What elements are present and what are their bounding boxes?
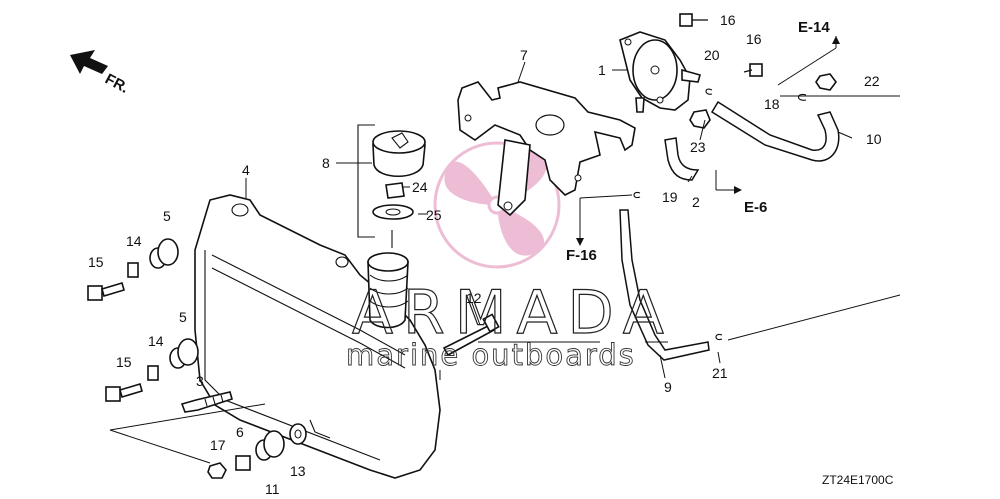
callout-7: 7 bbox=[520, 47, 528, 63]
mounting-bracket bbox=[457, 81, 636, 217]
nut-22-icon bbox=[815, 73, 837, 91]
mount-hardware-lower bbox=[105, 338, 199, 402]
fuel-cap-group bbox=[357, 124, 426, 248]
leader-lines bbox=[109, 36, 901, 464]
callout-17: 17 bbox=[210, 437, 226, 453]
callout-24: 24 bbox=[412, 179, 428, 195]
fuel-tank bbox=[194, 194, 441, 479]
callout-21: 21 bbox=[712, 365, 728, 381]
filler-neck bbox=[367, 252, 409, 329]
hose-clips bbox=[633, 88, 807, 341]
stud-bolt bbox=[442, 313, 500, 357]
callout-23: 23 bbox=[690, 139, 706, 155]
callout-15b: 15 bbox=[116, 354, 132, 370]
callout-10: 10 bbox=[866, 131, 882, 147]
fuel-hose-2 bbox=[664, 137, 700, 181]
callout-9: 9 bbox=[664, 379, 672, 395]
callout-20: 20 bbox=[704, 47, 720, 63]
callout-22: 22 bbox=[864, 73, 880, 89]
callout-2: 2 bbox=[692, 194, 700, 210]
callout-18: 18 bbox=[764, 96, 780, 112]
callout-5b: 5 bbox=[179, 309, 187, 325]
arrow-f16-icon bbox=[576, 238, 584, 246]
mount-hardware-upper bbox=[87, 238, 179, 301]
fuel-hose-9 bbox=[619, 209, 710, 361]
arrow-e6-icon bbox=[734, 186, 742, 194]
ref-f16: F-16 bbox=[566, 247, 597, 264]
callout-14a: 14 bbox=[126, 233, 142, 249]
callout-13: 13 bbox=[290, 463, 306, 479]
watermark-brand: ARMADA bbox=[352, 278, 674, 348]
callout-15a: 15 bbox=[88, 254, 104, 270]
ref-e14: E-14 bbox=[798, 19, 830, 36]
callout-25: 25 bbox=[426, 207, 442, 223]
front-direction-arrow-icon bbox=[70, 50, 108, 74]
callout-3: 3 bbox=[196, 373, 204, 389]
watermark-tagline: marine outboards bbox=[346, 338, 636, 372]
callout-1: 1 bbox=[598, 62, 606, 78]
callout-6: 6 bbox=[236, 424, 244, 440]
callout-11: 11 bbox=[265, 481, 280, 497]
callout-19: 19 bbox=[662, 189, 678, 205]
callouts: 1 2 3 4 5 5 6 7 8 9 10 11 12 13 14 14 15… bbox=[88, 12, 882, 497]
callout-4: 4 bbox=[242, 162, 250, 178]
callout-5a: 5 bbox=[163, 208, 171, 224]
fuel-hose-10 bbox=[710, 100, 840, 162]
callout-16a: 16 bbox=[720, 12, 736, 28]
callout-16b: 16 bbox=[746, 31, 762, 47]
callout-14b: 14 bbox=[148, 333, 164, 349]
callout-12: 12 bbox=[466, 290, 482, 306]
bolt-16-icon bbox=[679, 13, 763, 77]
long-bolt bbox=[180, 391, 233, 413]
ref-e6: E-6 bbox=[744, 199, 767, 216]
watermark-propeller-icon bbox=[433, 141, 561, 269]
mount-hardware-bottom bbox=[207, 423, 307, 479]
direction-label: FR. bbox=[102, 71, 131, 97]
fuel-pump bbox=[619, 31, 701, 113]
clamp-23-icon bbox=[689, 109, 711, 129]
diagram-code: ZT24E1700C bbox=[822, 473, 894, 487]
callout-8: 8 bbox=[322, 155, 330, 171]
arrow-e14-icon bbox=[832, 36, 840, 44]
